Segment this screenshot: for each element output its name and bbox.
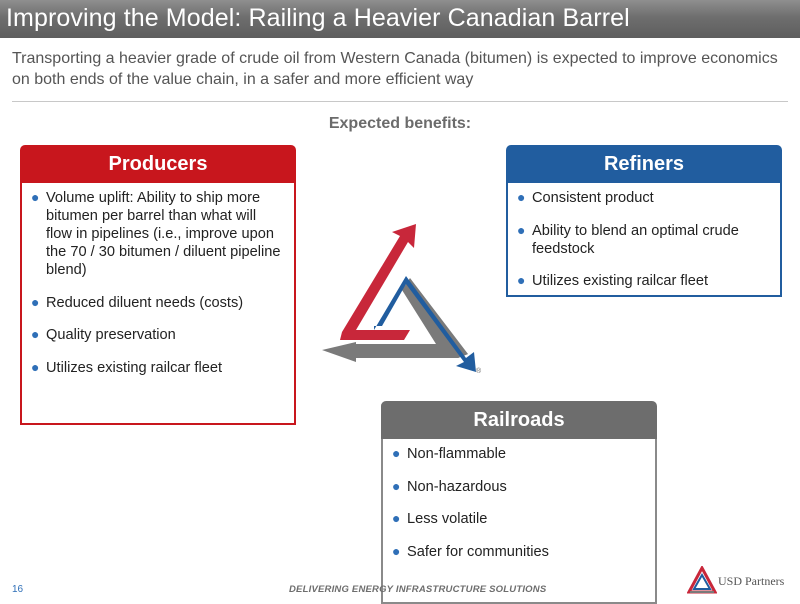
refiners-body: ●Consistent product ●Ability to blend an… [506, 183, 782, 297]
value-chain-cycle-icon [322, 224, 476, 372]
list-item: ●Utilizes existing railcar fleet [31, 358, 222, 376]
bullet-icon: ● [31, 189, 40, 205]
producers-header: Producers [20, 145, 296, 183]
refiners-header: Refiners [506, 145, 782, 183]
bullet-icon: ● [392, 477, 401, 494]
page-number: 16 [12, 584, 24, 595]
bullet-icon: ● [31, 293, 40, 310]
railroads-list: ●Non-flammable ●Non-hazardous ●Less vola… [391, 445, 645, 561]
bullet-icon: ● [392, 542, 401, 559]
railroads-header: Railroads [381, 401, 657, 439]
gray-arrow-body [356, 278, 468, 358]
list-item: ●Ability to blend an optimal crude feeds… [517, 221, 739, 257]
refiners-list: ●Consistent product ●Ability to blend an… [516, 189, 770, 290]
list-item: ●Volume uplift: Ability to ship more bit… [31, 189, 281, 278]
list-item: ●Non-hazardous [392, 477, 507, 495]
divider [12, 101, 788, 102]
bullet-icon: ● [517, 189, 526, 205]
title-bar: Improving the Model: Railing a Heavier C… [0, 0, 800, 38]
producers-list: ●Volume uplift: Ability to ship more bit… [30, 189, 284, 377]
subtitle: Transporting a heavier grade of crude oi… [12, 50, 778, 88]
usd-partners-logo-icon [687, 566, 717, 594]
list-item: ●Reduced diluent needs (costs) [31, 293, 244, 311]
bullet-icon: ● [392, 445, 401, 461]
company-name: USD Partners [718, 574, 785, 588]
bullet-icon: ● [31, 358, 40, 375]
list-item: ●Safer for communities [392, 542, 549, 560]
registered-mark: ® [476, 368, 482, 375]
producers-card: Producers ●Volume uplift: Ability to shi… [20, 145, 296, 425]
footer-tagline: DELIVERING ENERGY INFRASTRUCTURE SOLUTIO… [289, 584, 547, 595]
bullet-icon: ● [392, 510, 401, 526]
bullet-icon: ● [517, 221, 526, 238]
page-title: Improving the Model: Railing a Heavier C… [6, 4, 630, 32]
railroads-card: Railroads ●Non-flammable ●Non-hazardous … [381, 401, 657, 604]
list-item: ●Non-flammable [392, 445, 506, 462]
list-item: ●Utilizes existing railcar fleet [517, 272, 708, 289]
list-item: ●Quality preservation [31, 326, 176, 343]
bullet-icon: ● [517, 272, 526, 288]
refiners-card: Refiners ●Consistent product ●Ability to… [506, 145, 782, 297]
red-arrow [340, 224, 416, 340]
producers-body: ●Volume uplift: Ability to ship more bit… [20, 183, 296, 425]
benefits-label: Expected benefits: [328, 115, 472, 132]
railroads-body: ●Non-flammable ●Non-hazardous ●Less vola… [381, 439, 657, 604]
list-item: ●Less volatile [392, 510, 488, 527]
bullet-icon: ● [31, 326, 40, 342]
list-item: ●Consistent product [517, 189, 654, 206]
blue-arrow [374, 276, 476, 372]
